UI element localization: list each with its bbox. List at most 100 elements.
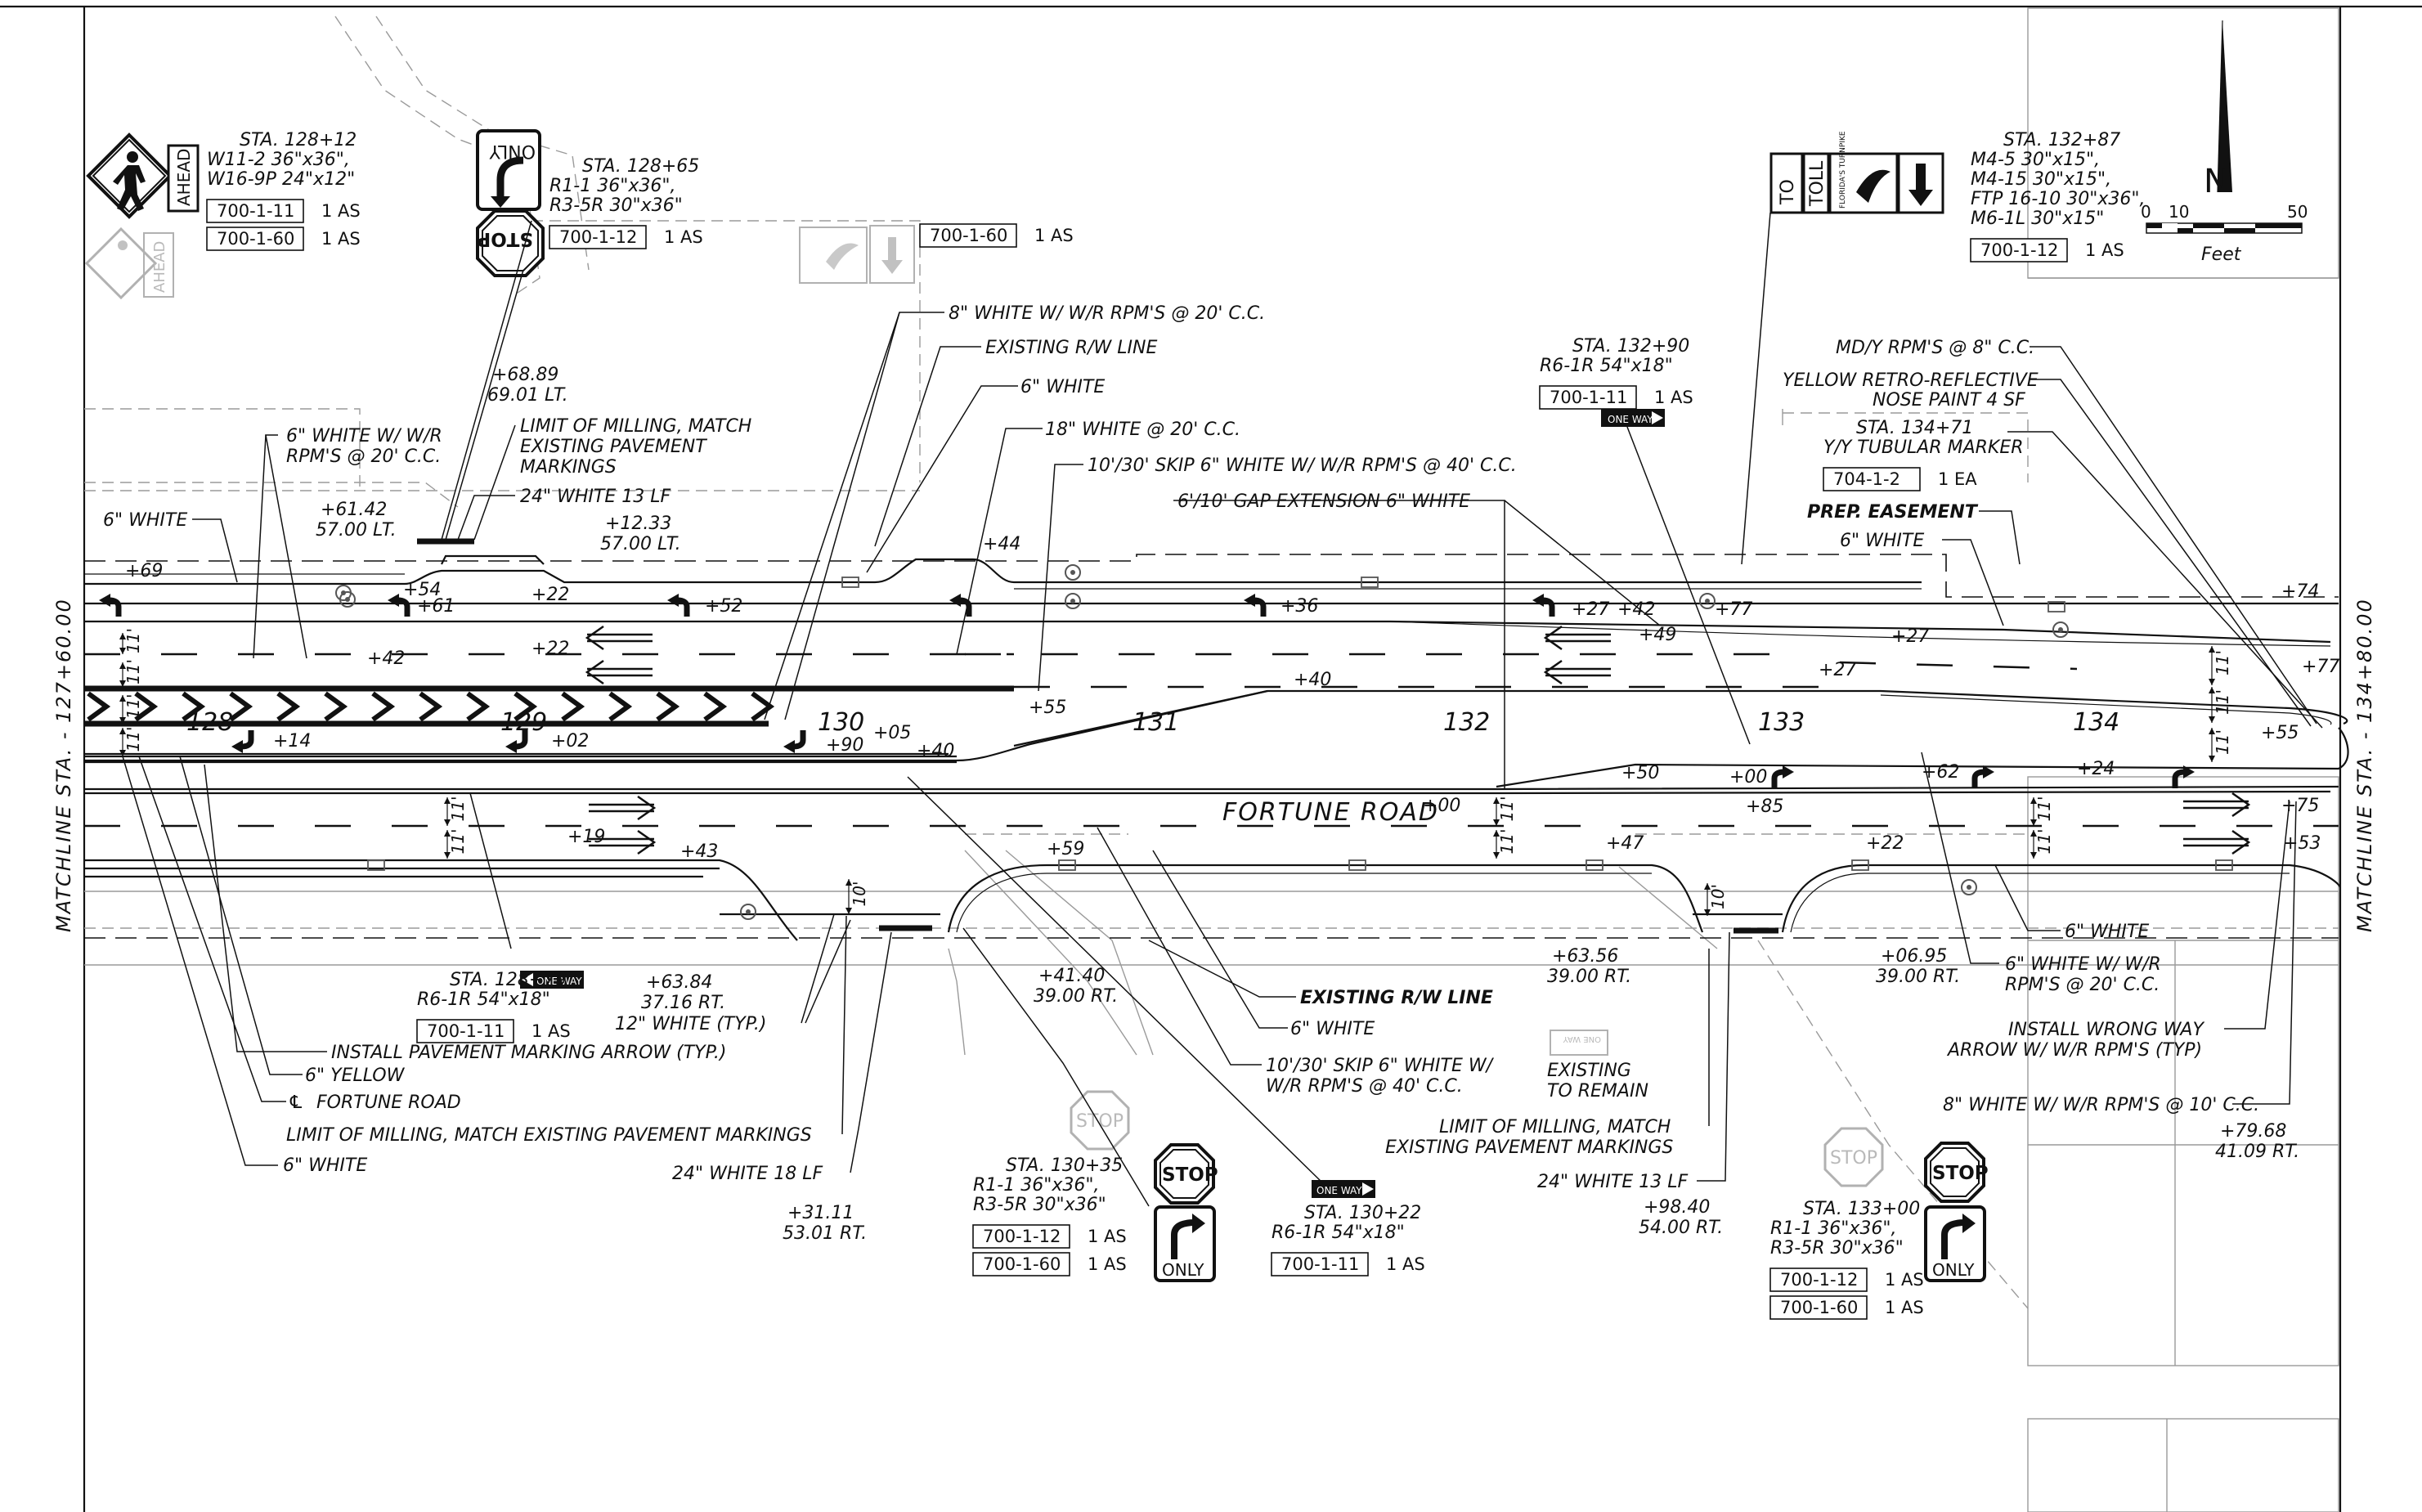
dimension-label: 11' [123, 694, 143, 720]
callout-line: STA. 134+71 [1856, 418, 1973, 438]
right-turn-arrow-icon [2172, 769, 2186, 788]
utility-pole-icon [1699, 593, 1716, 609]
plus-label: +22 [531, 585, 569, 605]
callout-line: STA. 128+79 [450, 970, 567, 990]
scale-unit: Feet [2201, 245, 2242, 265]
utility-pole-icon [339, 591, 356, 608]
dimension-label: 11' [123, 659, 143, 684]
callout-line: R1-1 36"x36", [1770, 1218, 1896, 1239]
offset-station: +98.40 [1644, 1197, 1710, 1218]
station-number-128: 128 [186, 708, 233, 737]
existing-ahead-text: AHEAD [151, 241, 168, 293]
plus-label: +27 [1819, 660, 1856, 680]
curved-arrow-icon [496, 156, 524, 200]
callout-line: STA. 130+35 [1006, 1155, 1123, 1176]
callout-line: STA. 128+65 [582, 156, 699, 177]
arrow-head [783, 740, 795, 753]
offset-distance: 37.16 RT. [641, 993, 725, 1013]
plus-label: +14 [273, 731, 311, 752]
plus-label: +69 [125, 561, 163, 581]
plus-label: +55 [1029, 698, 1066, 718]
inlet-icon [2047, 601, 2065, 612]
offset-station: +61.42 [321, 500, 387, 520]
marking-notes: 8" WHITE W/ W/R RPM'S @ 20' C.C. EXISTIN… [103, 303, 2259, 1192]
arrow-head [231, 740, 243, 753]
existing-stop-sign-133: STOP [1823, 1127, 1884, 1187]
plus-label: +52 [705, 596, 742, 617]
callout-line: STA. 132+90 [1572, 336, 1689, 357]
pay-item-box [972, 1252, 1070, 1276]
arrow-head [388, 594, 399, 607]
pay-item-code: 700-1-60 [930, 226, 1007, 245]
roadway-edges [84, 538, 2349, 941]
note-wrong-way-2: ARROW W/ W/R RPM'S (TYP) [1946, 1040, 2202, 1061]
matchline-left: MATCHLINE STA. - 127+60.00 [52, 598, 75, 932]
dimension-label: 11' [2213, 689, 2232, 715]
lane-line-skips [84, 653, 2339, 828]
plus-label: +05 [873, 723, 911, 743]
left-turn-arrow-icon [1253, 597, 1267, 617]
inlet-icon [1348, 859, 1366, 871]
right-turn-arrow-icon [1171, 1219, 1196, 1259]
scale-tick-10: 10 [2169, 202, 2189, 222]
note-limit-milling-c2: EXISTING PAVEMENT MARKINGS [1385, 1137, 1673, 1158]
chevron-mark [134, 691, 159, 722]
plus-label: +77 [1715, 599, 1752, 620]
to-toll-turnpike-sign-assembly: TO TOLL FLORIDA'S TURNPIKE [1769, 131, 1944, 214]
note-prep-easement: PREP. EASEMENT [1807, 502, 1979, 523]
sign-callout-sfl: 700-1-60 1 AS [919, 223, 1074, 248]
note-8in-white: 8" WHITE W/ W/R RPM'S @ 20' C.C. [949, 303, 1265, 324]
dimension-label: 11' [123, 628, 143, 653]
pay-item-qty: 1 AS [321, 229, 361, 249]
pay-item-code: 700-1-11 [1550, 388, 1627, 407]
plus-label: +55 [2261, 723, 2299, 743]
one-way-sign-128: ONE WAY [520, 971, 584, 989]
station-number-129: 129 [500, 708, 547, 737]
leader-lines [122, 212, 2323, 1207]
note-nose-paint: NOSE PAINT 4 SF [1873, 390, 2025, 411]
plus-label: +47 [1606, 833, 1644, 854]
callout-line: FTP 16-10 30"x36", [1971, 189, 2146, 209]
station-number-131: 131 [1133, 708, 1179, 737]
station-plus-labels: +69+54+61+22+52+44+36+27+42+49+77+27+74+… [125, 534, 2339, 862]
pay-item-box [1823, 467, 1921, 491]
matchline-right: MATCHLINE STA. - 134+80.00 [2353, 598, 2376, 932]
note-6in-white-c: 6" WHITE [283, 1155, 367, 1176]
note-gap-extension: 6'/10' GAP EXTENSION 6" WHITE [1177, 491, 1470, 512]
dimension-label: 10' [850, 882, 869, 907]
note-markings: MARKINGS [520, 457, 617, 478]
callout-line: M4-15 30"x15", [1971, 169, 2111, 190]
left-turn-arrow-icon [514, 730, 528, 750]
pay-item-qty: 1 EA [1938, 469, 1977, 489]
pay-item-box [919, 223, 1017, 248]
down-arrow-icon [1908, 164, 1933, 206]
arrow-head [1244, 594, 1255, 607]
arrow-head [505, 740, 517, 753]
to-text: TO [1778, 179, 1798, 205]
note-24in-white-a: 24" WHITE 13 LF [520, 487, 671, 507]
pay-item-code: 700-1-11 [427, 1021, 505, 1041]
pay-item-box [1769, 1295, 1868, 1320]
inlet-icon [1851, 859, 1869, 871]
note-limit-milling-c1: LIMIT OF MILLING, MATCH [1439, 1117, 1671, 1137]
callout-line: R1-1 36"x36", [549, 176, 675, 196]
utility-pole-icon [740, 904, 756, 920]
right-turn-arrow-icon-133 [1941, 1219, 1967, 1259]
utility-pole-icon [2052, 621, 2069, 638]
pay-item-box [206, 199, 304, 223]
inlet-icon [1586, 859, 1603, 871]
stop-sign-130: STOP ONLY [1154, 1143, 1218, 1282]
plus-label: +85 [1746, 796, 1783, 817]
right-turn-arrow-icon [1971, 769, 1985, 788]
pay-item-qty: 1 AS [1034, 226, 1074, 245]
note-baseline-symbol: ℄ [289, 1092, 303, 1113]
stop-text-130: STOP [1162, 1164, 1218, 1186]
left-turn-arrow-icon [397, 597, 410, 617]
callout-line: R6-1R 54"x18" [417, 989, 550, 1010]
